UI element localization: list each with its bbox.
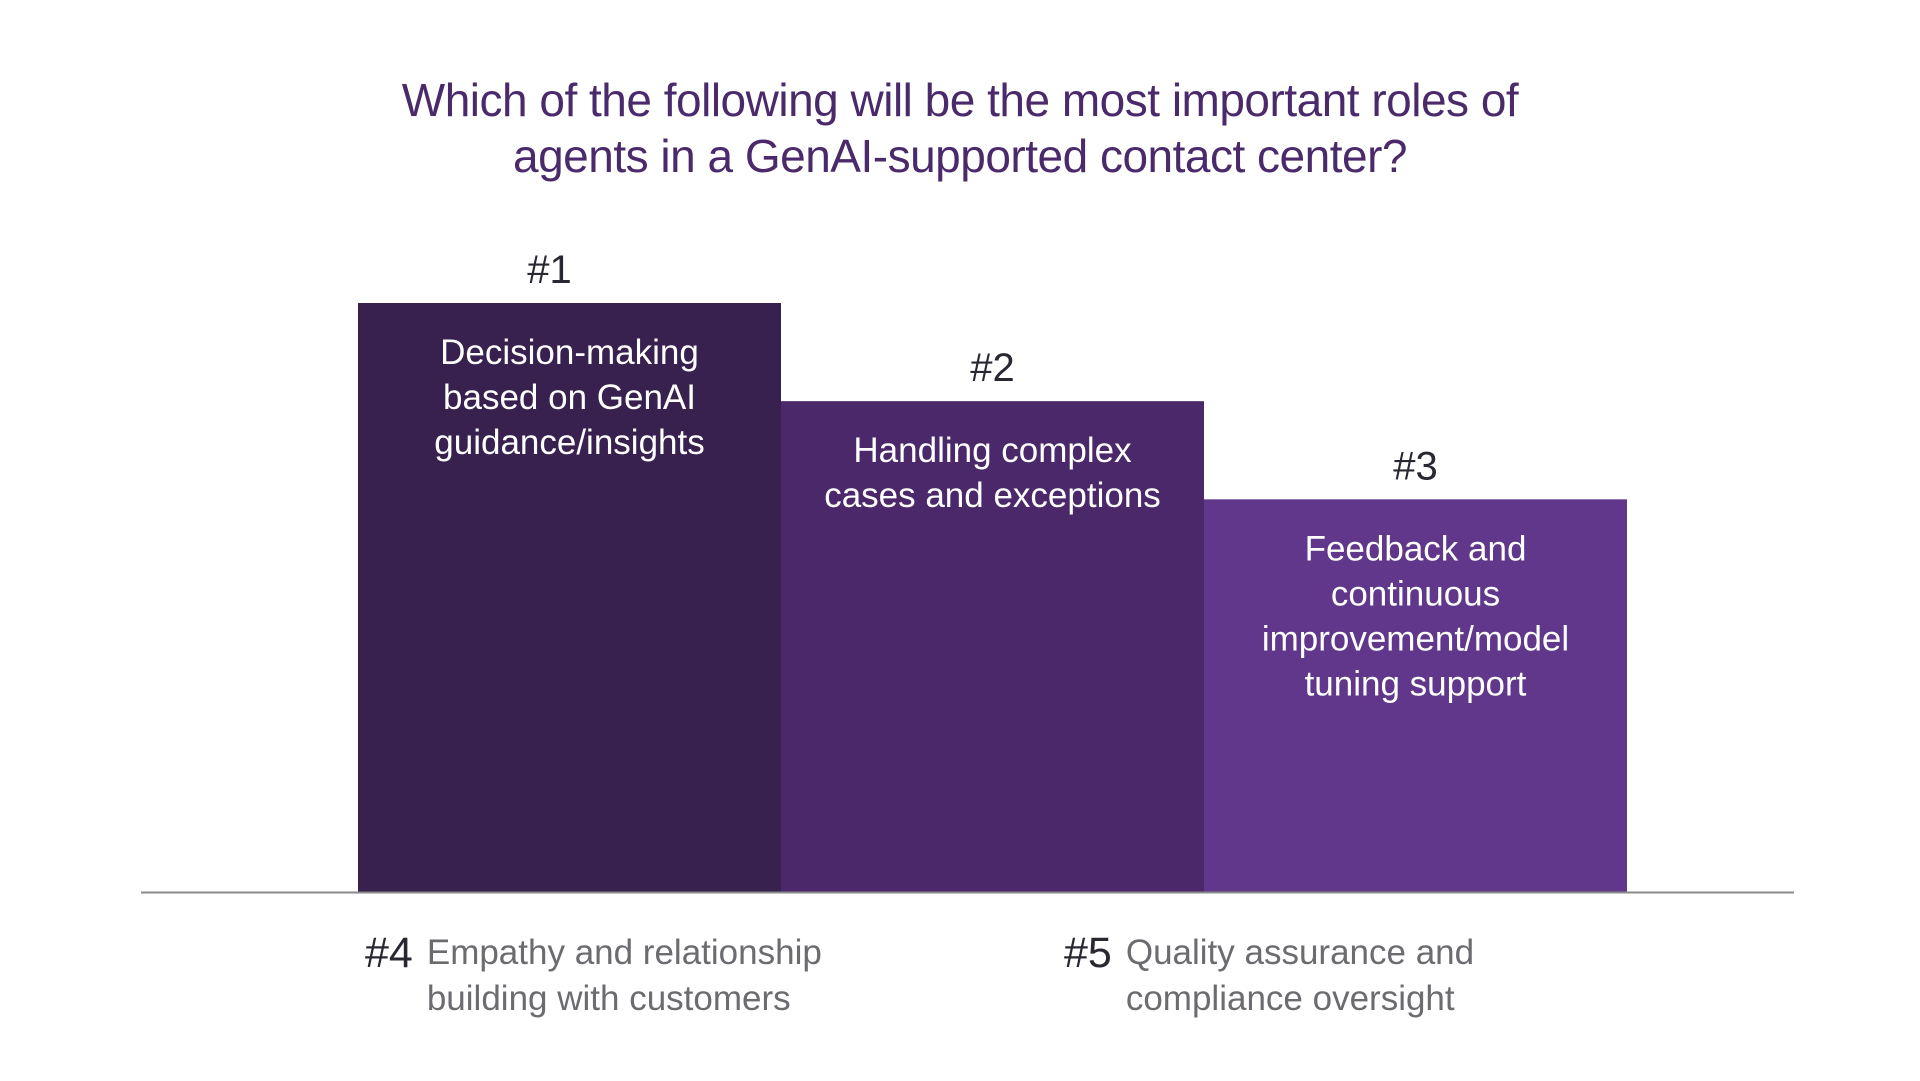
bar-rank-1-text-line-2: based on GenAI <box>443 378 696 417</box>
rank-label-3: #3 <box>1393 444 1438 488</box>
bar-rank-3-text-line-2: continuous <box>1331 574 1500 613</box>
bar-rank-3-text-line-1: Feedback and <box>1305 529 1527 568</box>
footnote-rank-4-text: Empathy and relationship building with c… <box>427 930 822 1022</box>
bar-rank-2-text-line-1: Handling complex <box>853 431 1132 470</box>
bar-rank-1-text-line-1: Decision-making <box>440 333 699 372</box>
chart-title-line-2: agents in a GenAI-supported contact cent… <box>513 130 1407 182</box>
footnote-rank-4: #4 Empathy and relationship building wit… <box>365 930 822 1022</box>
rank-label-1: #1 <box>527 248 572 292</box>
bar-rank-2 <box>781 401 1204 892</box>
footnote-rank-5-line-2: compliance oversight <box>1125 979 1455 1018</box>
bar-rank-3 <box>1204 499 1627 892</box>
rank-label-2: #2 <box>970 346 1015 390</box>
footnote-rank-4-number: #4 <box>365 929 413 977</box>
bar-rank-3-text-line-4: tuning support <box>1305 664 1527 703</box>
footnote-rank-4-line-1: Empathy and relationship <box>426 933 822 972</box>
chart-title: Which of the following will be the most … <box>0 72 1920 184</box>
bar-rank-3-text-line-3: improvement/model <box>1262 619 1569 658</box>
bar-rank-2-text-line-2: cases and exceptions <box>824 476 1161 515</box>
footnote-rank-5-text: Quality assurance and compliance oversig… <box>1126 930 1474 1022</box>
chart-title-line-1: Which of the following will be the most … <box>401 74 1519 126</box>
bar-rank-1 <box>358 303 781 892</box>
footnote-rank-4-line-2: building with customers <box>426 979 791 1018</box>
footnote-rank-5-number: #5 <box>1064 929 1112 977</box>
footnote-rank-5: #5 Quality assurance and compliance over… <box>1064 930 1474 1022</box>
footnote-rank-5-line-1: Quality assurance and <box>1125 933 1475 972</box>
bar-rank-1-text-line-3: guidance/insights <box>434 423 704 462</box>
